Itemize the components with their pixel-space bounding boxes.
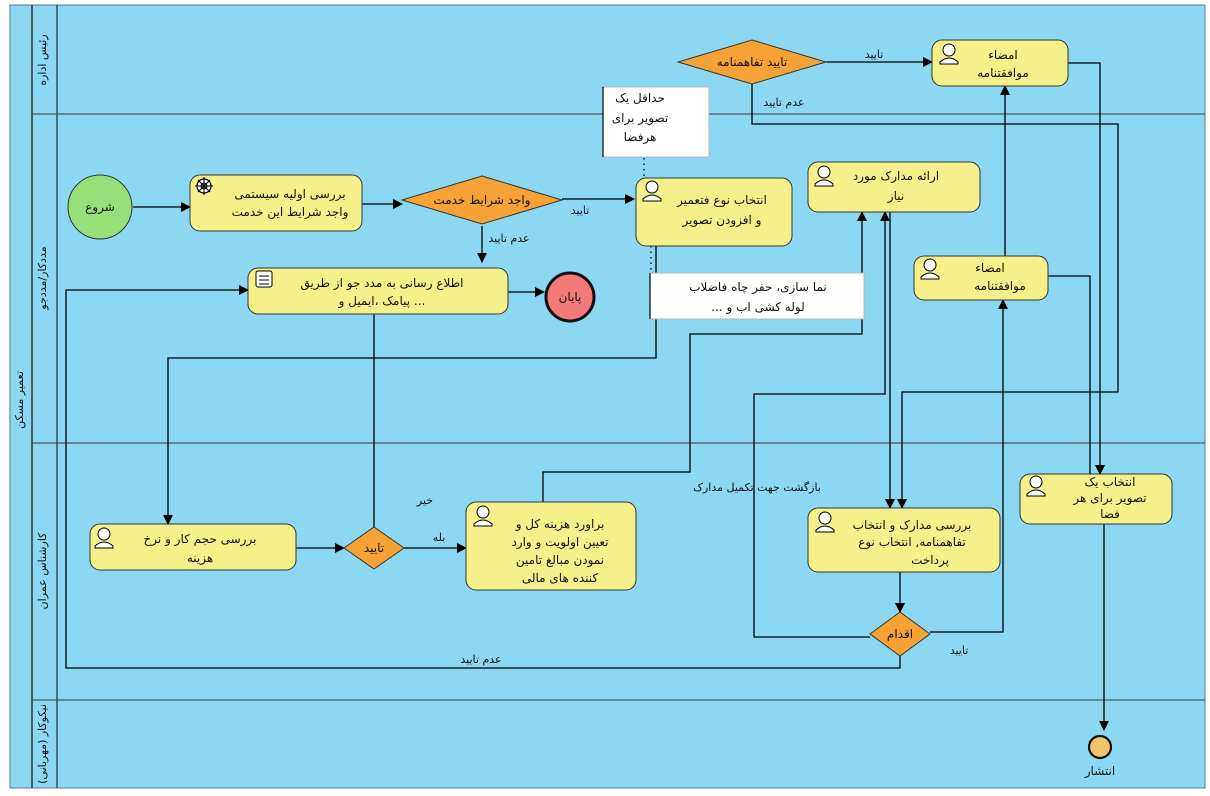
script-icon <box>255 270 273 288</box>
task-choose-image: انتخاب یک تصویر برای هر فضا <box>1019 473 1173 525</box>
edge-action-sign2 <box>930 299 1008 633</box>
edge-mou-not-approve <box>751 84 1119 509</box>
svg-text:شروع: شروع <box>85 200 115 215</box>
svg-text:تفاهمنامه, انتخاب نوع: تفاهمنامه, انتخاب نوع <box>858 535 966 550</box>
svg-text:موافقتنامه: موافقتنامه <box>974 279 1026 294</box>
user-icon <box>94 527 114 549</box>
service-gear-icon <box>195 177 213 195</box>
user-icon <box>642 180 662 202</box>
gateway-action: اقدام <box>869 611 931 657</box>
svg-text:پرداخت: پرداخت <box>911 553 949 568</box>
user-icon <box>473 505 493 527</box>
pool-label: تعمیر مسکن <box>13 371 26 429</box>
user-icon <box>814 165 834 187</box>
label-return-docs: بازگشت جهت تکمیل مدارک <box>693 481 821 494</box>
svg-text:هرفضا: هرفضا <box>624 130 657 145</box>
svg-text:انتشار: انتشار <box>1084 764 1115 779</box>
svg-text:امضاء: امضاء <box>988 48 1017 62</box>
svg-text:تعیین اولویت و وارد: تعیین اولویت و وارد <box>511 535 608 550</box>
svg-text:بررسی مدارک و انتخاب: بررسی مدارک و انتخاب <box>853 518 972 533</box>
task-review-volume: بررسی حجم کار و نرخ هزینه <box>89 523 297 571</box>
svg-text:فضا: فضا <box>1100 507 1120 521</box>
user-icon <box>939 43 959 65</box>
lane-label-engineer: کارشناس عمران <box>36 532 49 610</box>
svg-text:تایید تفاهمنامه: تایید تفاهمنامه <box>717 55 788 69</box>
svg-text:امضاء: امضاء <box>975 261 1004 275</box>
lane-label-director: رئیس اداره <box>36 34 49 85</box>
svg-text:بررسی اولیه سیستمی: بررسی اولیه سیستمی <box>234 187 345 202</box>
label-not-approve-bottom: عدم تایید <box>460 653 501 666</box>
label-approve-top: تایید <box>865 48 884 61</box>
svg-text:نمودن مبالغ تامین: نمودن مبالغ تامین <box>516 553 604 568</box>
svg-text:تایید: تایید <box>364 541 384 555</box>
label-no: خیر <box>416 494 433 507</box>
svg-text:تصویر برای: تصویر برای <box>612 111 668 126</box>
connectors <box>65 57 1119 731</box>
svg-text:ارائه مدارک مورد: ارائه مدارک مورد <box>853 169 939 184</box>
label-approve-action: تایید <box>950 644 969 657</box>
gateway-approve-mou: تایید تفاهمنامه <box>676 39 828 85</box>
task-review-documents: بررسی مدارک و انتخاب تفاهمنامه, انتخاب ن… <box>807 507 1001 573</box>
svg-text:... لوله کشی اب و: ... لوله کشی اب و <box>711 300 805 315</box>
edge-action-not-approve <box>65 285 901 669</box>
gateway-approve: تایید <box>343 526 405 570</box>
annotation-links <box>643 158 652 276</box>
edge-action-return <box>753 211 890 638</box>
svg-text:اطلاع رسانی به مدد جو از طریق: اطلاع رسانی به مدد جو از طریق <box>300 276 463 291</box>
svg-text:پیامک ،ایمیل و ...: پیامک ،ایمیل و ... <box>338 294 426 309</box>
user-icon <box>920 258 940 280</box>
svg-text:نیاز: نیاز <box>887 189 904 204</box>
lane-label-client: مددکار/مددجو <box>36 246 49 310</box>
task-initial-review: بررسی اولیه سیستمی واجد شرایط این خدمت <box>189 174 363 232</box>
svg-text:انتخاب نوع فتعمیر: انتخاب نوع فتعمیر <box>676 193 767 208</box>
end-event: پایان <box>544 271 596 323</box>
task-choose-repair: انتخاب نوع فتعمیر و افزودن تصویر <box>635 177 793 247</box>
edge-sign2-image <box>1048 275 1091 474</box>
svg-text:و افزودن تصویر: و افزودن تصویر <box>682 213 762 228</box>
user-icon <box>815 511 835 533</box>
svg-text:هزینه: هزینه <box>187 551 213 566</box>
svg-text:حداقل یک: حداقل یک <box>615 91 665 105</box>
label-not-approve-top: عدم تایید <box>763 96 804 109</box>
svg-text:بررسی حجم کار و نرخ: بررسی حجم کار و نرخ <box>144 532 257 547</box>
label-approve-eligible: تایید <box>571 204 590 217</box>
publish-event: انتشار <box>1084 734 1115 779</box>
task-estimate-cost: براورد هزینه کل و تعیین اولویت و وارد نم… <box>465 501 637 591</box>
annotation-image-note: حداقل یک تصویر برای هرفضا <box>602 86 710 158</box>
task-provide-documents: ارائه مدارک مورد نیاز <box>807 161 981 213</box>
label-yes: بله <box>433 531 446 544</box>
svg-text:واجد شرایط خدمت: واجد شرایط خدمت <box>433 193 530 208</box>
svg-text:نما سازی، حفر چاه فاضلاب: نما سازی، حفر چاه فاضلاب <box>689 280 826 295</box>
svg-text:براورد هزینه کل و: براورد هزینه کل و <box>515 517 605 532</box>
gateway-eligible: واجد شرایط خدمت <box>400 175 564 225</box>
user-icon <box>1026 475 1046 497</box>
svg-text:انتخاب یک: انتخاب یک <box>1085 475 1136 489</box>
edge-sign1-image <box>1068 62 1105 475</box>
task-sign-agreement-director: امضاء موافقتنامه <box>931 39 1069 87</box>
start-event: شروع <box>67 174 133 240</box>
svg-text:تصویر برای هر: تصویر برای هر <box>1072 491 1146 506</box>
svg-text:اقدام: اقدام <box>887 627 913 641</box>
task-notify-client: اطلاع رسانی به مدد جو از طریق پیامک ،ایم… <box>247 267 509 315</box>
svg-text:واجد شرایط این خدمت: واجد شرایط این خدمت <box>232 205 349 220</box>
annotation-work-note: نما سازی، حفر چاه فاضلاب ... لوله کشی اب… <box>649 272 865 320</box>
lane-label-donor: نیکوکار (مهربانی) <box>36 704 49 784</box>
svg-text:پایان: پایان <box>559 290 582 304</box>
label-not-approve-eligible: عدم تایید <box>488 232 529 245</box>
svg-text:موافقتنامه: موافقتنامه <box>977 66 1029 81</box>
svg-text:کننده های مالی: کننده های مالی <box>522 571 599 585</box>
task-sign-agreement-client: امضاء موافقتنامه <box>913 255 1049 301</box>
